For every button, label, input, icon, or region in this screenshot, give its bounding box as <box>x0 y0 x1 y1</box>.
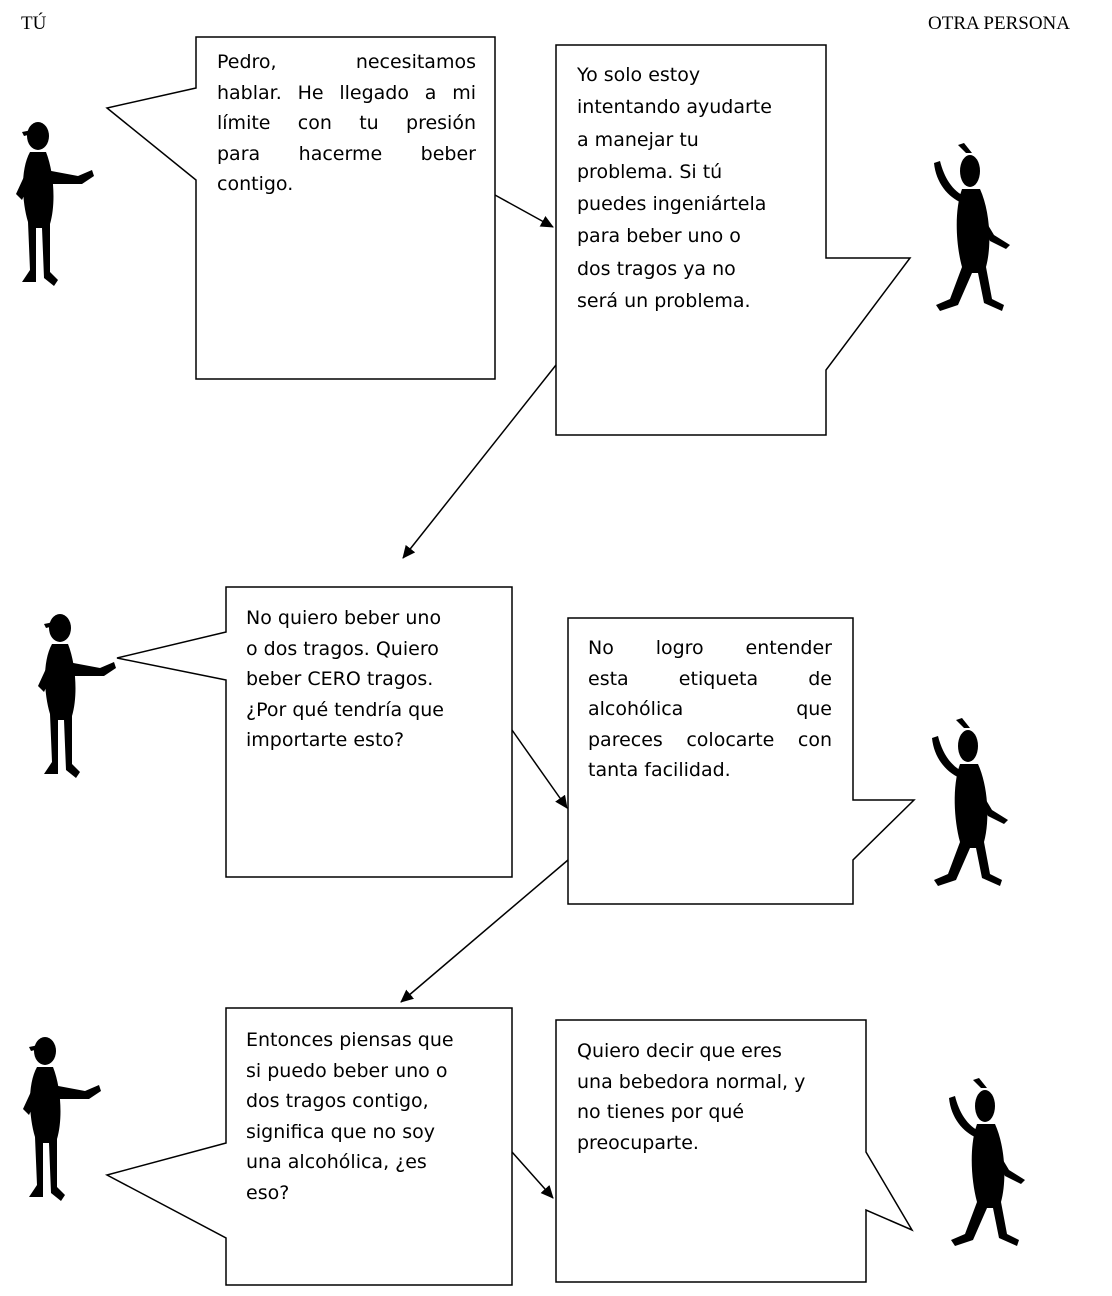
bubble-line: beber CERO tragos. <box>246 668 434 690</box>
person-silhouette-icon <box>16 122 94 286</box>
bubble-6-text: Quiero decir que eres una bebedora norma… <box>577 1036 862 1276</box>
speech-bubble-6 <box>555 1019 914 1283</box>
bubble-line: dos tragos ya no <box>577 257 736 280</box>
bubble-1-text: Pedro, necesitamos hablar. He llegado a … <box>217 47 476 367</box>
bubble-line: intentando ayudarte <box>577 96 772 119</box>
bubble-line: preocuparte. <box>577 1131 699 1154</box>
bubble-line: una bebedora normal, y <box>577 1070 806 1093</box>
speech-bubble-2 <box>555 44 912 436</box>
speech-bubble-1 <box>105 36 496 380</box>
bubble-line: puedes ingeniártela <box>577 193 767 216</box>
bubble-line: no tienes por qué <box>577 1101 745 1123</box>
bubble-line: tanta facilidad. <box>588 759 731 781</box>
bubble-line: alcohólica que <box>588 698 832 720</box>
bubble-line: importarte esto? <box>246 729 405 751</box>
bubble-line: para hacerme beber <box>217 142 476 165</box>
label-otra-persona: OTRA PERSONA <box>928 13 1070 34</box>
bubble-line: límite con tu presión <box>217 112 476 134</box>
bubble-line: problema. Si tú <box>577 160 723 183</box>
bubble-line: a manejar tu <box>577 128 699 151</box>
bubble-line: Yo solo estoy <box>577 64 701 86</box>
flow-arrow-3-to-4 <box>511 729 568 809</box>
bubble-line: No logro entender <box>588 637 832 659</box>
bubble-line: si puedo beber uno o <box>246 1059 448 1082</box>
bubble-line: dos tragos contigo, <box>246 1090 429 1112</box>
flow-arrow-1-to-2 <box>494 194 554 228</box>
bubble-line: significa que no soy <box>246 1120 435 1143</box>
person-silhouette-icon <box>934 143 1010 311</box>
bubble-line: esta etiqueta de <box>588 667 832 690</box>
bubble-line: Pedro, necesitamos <box>217 51 476 73</box>
bubble-line: eso? <box>246 1181 290 1204</box>
bubble-line: una alcohólica, ¿es <box>246 1151 427 1173</box>
bubble-line: hablar. He llegado a mi <box>217 81 476 104</box>
bubble-line: No quiero beber uno <box>246 607 442 629</box>
bubble-line: para beber uno o <box>577 225 741 248</box>
speech-bubble-3 <box>116 586 513 878</box>
bubble-line: Quiero decir que eres <box>577 1040 782 1062</box>
person-silhouette-icon <box>932 718 1008 886</box>
bubble-3-text: No quiero beber uno o dos tragos. Quiero… <box>246 603 504 863</box>
speech-bubble-4 <box>567 617 916 905</box>
person-silhouette-icon <box>38 614 116 778</box>
bubble-line: contigo. <box>217 173 294 195</box>
flow-arrow-2-to-3 <box>402 364 557 559</box>
bubble-line: será un problema. <box>577 290 751 313</box>
bubble-2-text: Yo solo estoy intentando ayudarte a mane… <box>577 59 817 429</box>
bubble-4-text: No logro entender esta etiqueta de alcoh… <box>588 633 832 893</box>
bubble-line: o dos tragos. Quiero <box>246 637 439 660</box>
flow-arrow-4-to-5 <box>400 859 569 1003</box>
bubble-5-text: Entonces piensas que si puedo beber uno … <box>246 1025 506 1275</box>
person-silhouette-icon <box>23 1037 101 1201</box>
bubble-line: ¿Por qué tendría que <box>246 698 444 721</box>
bubble-line: pareces colocarte con <box>588 728 832 751</box>
bubble-line: Entonces piensas que <box>246 1029 454 1051</box>
label-tu: TÚ <box>21 13 47 34</box>
speech-bubble-5 <box>104 1007 513 1286</box>
flow-arrow-5-to-6 <box>511 1151 554 1199</box>
person-silhouette-icon <box>949 1078 1025 1246</box>
